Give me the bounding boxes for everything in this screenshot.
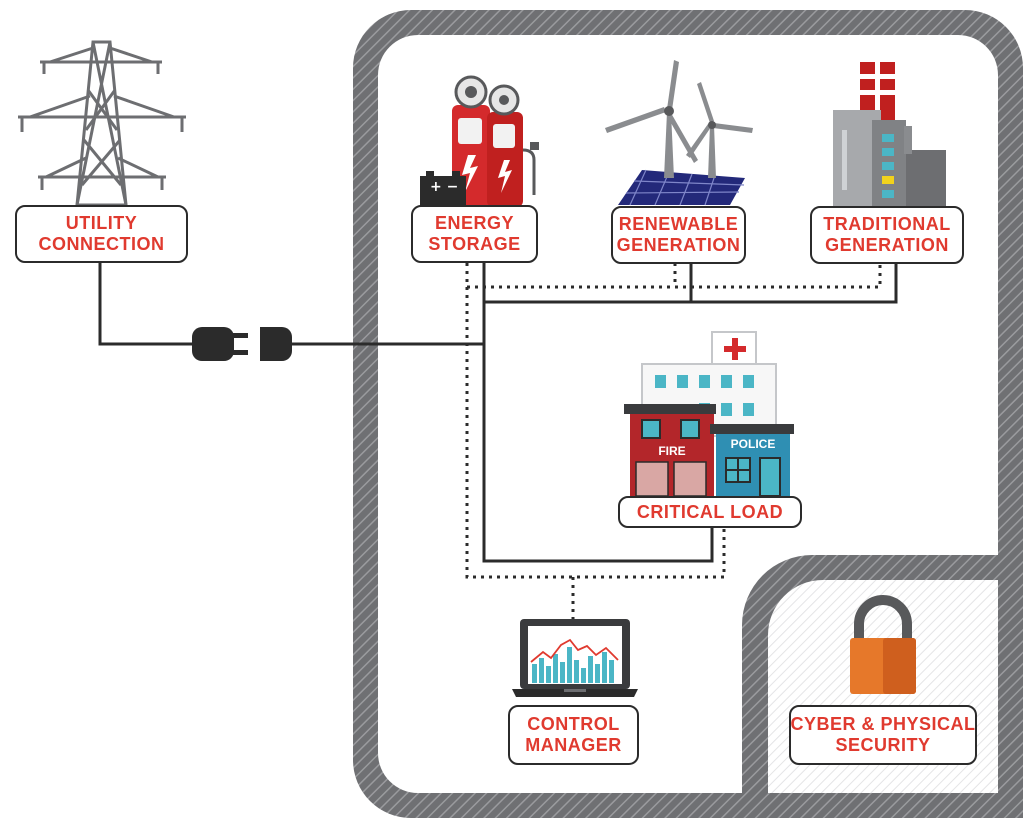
- fire-sign: FIRE: [658, 444, 685, 458]
- renewable-label-line2: GENERATION: [616, 235, 741, 255]
- cyber-physical-security-label: CYBER & PHYSICAL SECURITY: [789, 705, 977, 765]
- traditional-generation-label: TRADITIONAL GENERATION: [810, 206, 964, 264]
- utility-label-line1: UTILITY: [65, 213, 138, 233]
- utility-connection-label: UTILITY CONNECTION: [15, 205, 188, 263]
- svg-text:+ −: + −: [430, 179, 458, 195]
- control-lines: [465, 263, 882, 620]
- control-label-line1: CONTROL: [527, 714, 620, 734]
- renewable-label-line1: RENEWABLE: [618, 214, 739, 234]
- socket-icon: [260, 327, 292, 361]
- storage-label-line2: STORAGE: [428, 234, 521, 254]
- traditional-label-line2: GENERATION: [825, 235, 949, 255]
- plug-icon: [192, 327, 248, 361]
- power-lines: [98, 262, 898, 563]
- utility-label-line2: CONNECTION: [38, 234, 165, 254]
- security-label-line1: CYBER & PHYSICAL: [790, 714, 976, 734]
- solar-panel-icon: [618, 169, 745, 206]
- energy-storage-label: ENERGY STORAGE: [411, 205, 538, 263]
- security-label-line2: SECURITY: [835, 735, 931, 755]
- control-label-line2: MANAGER: [525, 735, 622, 755]
- padlock-icon: [850, 595, 916, 694]
- critical-label-line1: CRITICAL LOAD: [636, 501, 784, 522]
- battery-icon: + −: [420, 171, 466, 206]
- control-manager-label: CONTROL MANAGER: [508, 705, 639, 765]
- critical-load-label: CRITICAL LOAD: [618, 496, 802, 528]
- laptop-chart-icon: [512, 619, 638, 697]
- wind-turbine-icon: [605, 60, 753, 178]
- power-tower-icon: [18, 40, 186, 207]
- police-sign: POLICE: [731, 437, 776, 451]
- traditional-label-line1: TRADITIONAL: [823, 214, 951, 234]
- factory-icon: [833, 62, 946, 207]
- fire-station-icon: FIRE: [624, 404, 716, 497]
- police-station-icon: POLICE: [710, 424, 794, 497]
- renewable-generation-label: RENEWABLE GENERATION: [611, 206, 746, 264]
- storage-label-line1: ENERGY: [434, 213, 515, 233]
